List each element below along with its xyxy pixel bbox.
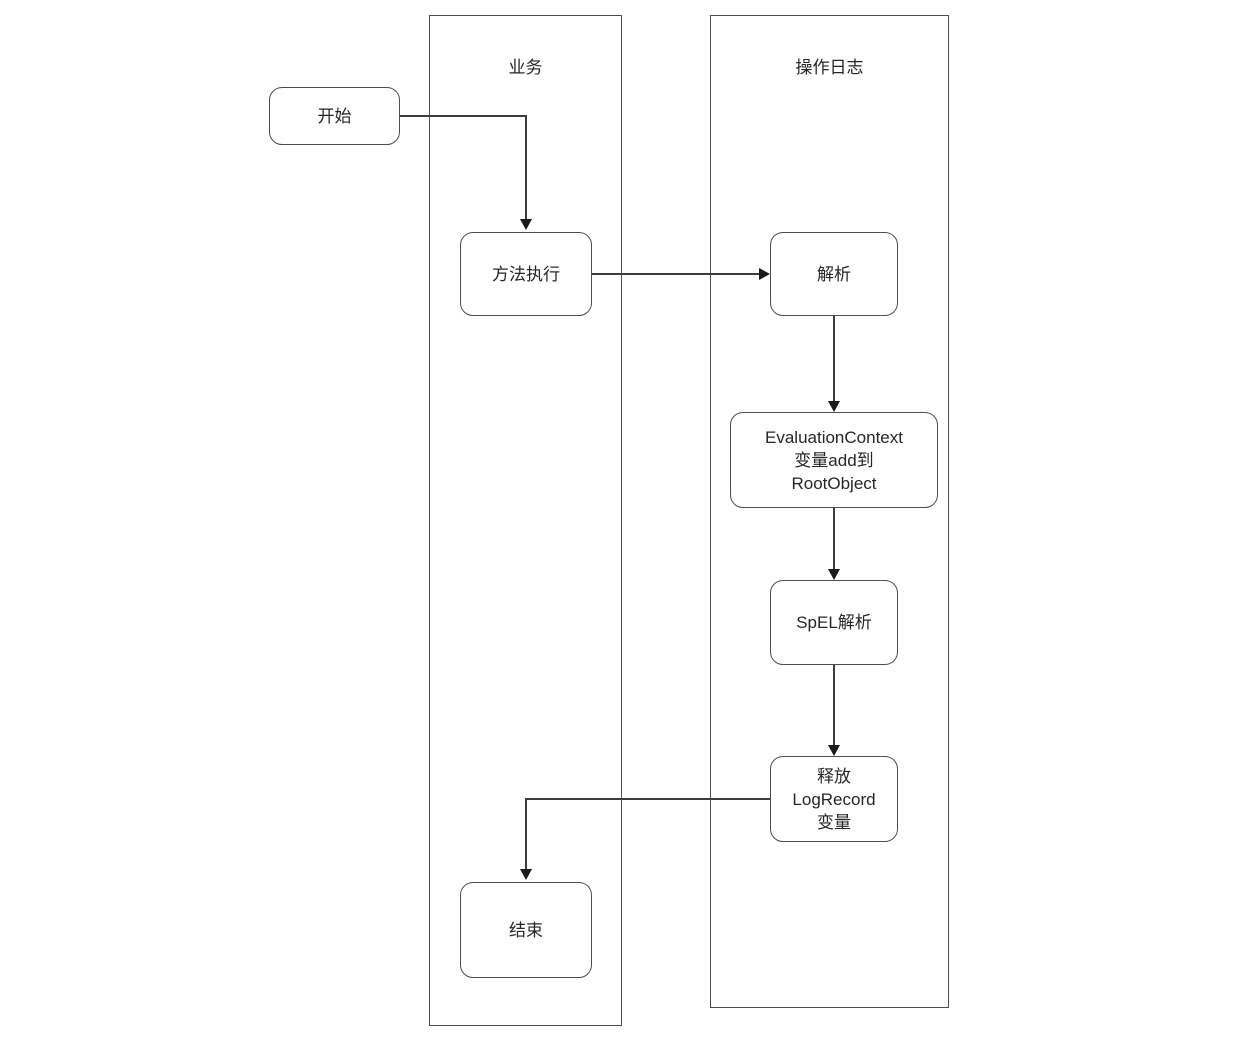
node-spel-parse-label: SpEL解析 (796, 613, 872, 632)
node-parse[interactable]: 解析 (770, 232, 898, 316)
node-parse-label: 解析 (817, 264, 851, 284)
node-method-execution[interactable]: 方法执行 (460, 232, 592, 316)
edge-evalctx-to-spel-arrowhead (827, 569, 840, 580)
edge-start-to-method-arrowhead (519, 219, 532, 230)
node-evaluation-context[interactable]: EvaluationContext 变量add到 RootObject (730, 412, 938, 508)
edge-parse-to-evalctx-arrowhead (827, 401, 840, 412)
node-release-logrecord[interactable]: 释放 LogRecord 变量 (770, 756, 898, 842)
node-start-label: 开始 (317, 106, 352, 126)
node-method-execution-label: 方法执行 (492, 264, 560, 284)
edge-method-to-parse-line (592, 273, 759, 275)
edge-release-to-end-horizontal (525, 798, 771, 800)
node-start[interactable]: 开始 (269, 87, 400, 145)
swimlane-oplog: 操作日志 (710, 15, 949, 1008)
edge-start-to-method-vertical (525, 115, 527, 220)
edge-method-to-parse-arrowhead (759, 267, 770, 280)
edge-parse-to-evalctx-line (833, 316, 835, 401)
edge-spel-to-release-line (833, 665, 835, 745)
edge-evalctx-to-spel-line (833, 508, 835, 569)
node-evaluation-context-label: EvaluationContext 变量add到 RootObject (765, 427, 903, 493)
node-end[interactable]: 结束 (460, 882, 592, 978)
swimlane-oplog-label: 操作日志 (795, 58, 864, 77)
node-end-label: 结束 (509, 920, 543, 940)
node-spel-parse[interactable]: SpEL解析 (770, 580, 898, 665)
edge-spel-to-release-arrowhead (827, 745, 840, 756)
swimlane-business-label: 业务 (508, 58, 543, 77)
node-release-logrecord-label: 释放 LogRecord 变量 (792, 766, 876, 832)
edge-start-to-method-horizontal (400, 115, 527, 117)
edge-release-to-end-vertical (525, 798, 527, 870)
edge-release-to-end-arrowhead (519, 869, 532, 880)
